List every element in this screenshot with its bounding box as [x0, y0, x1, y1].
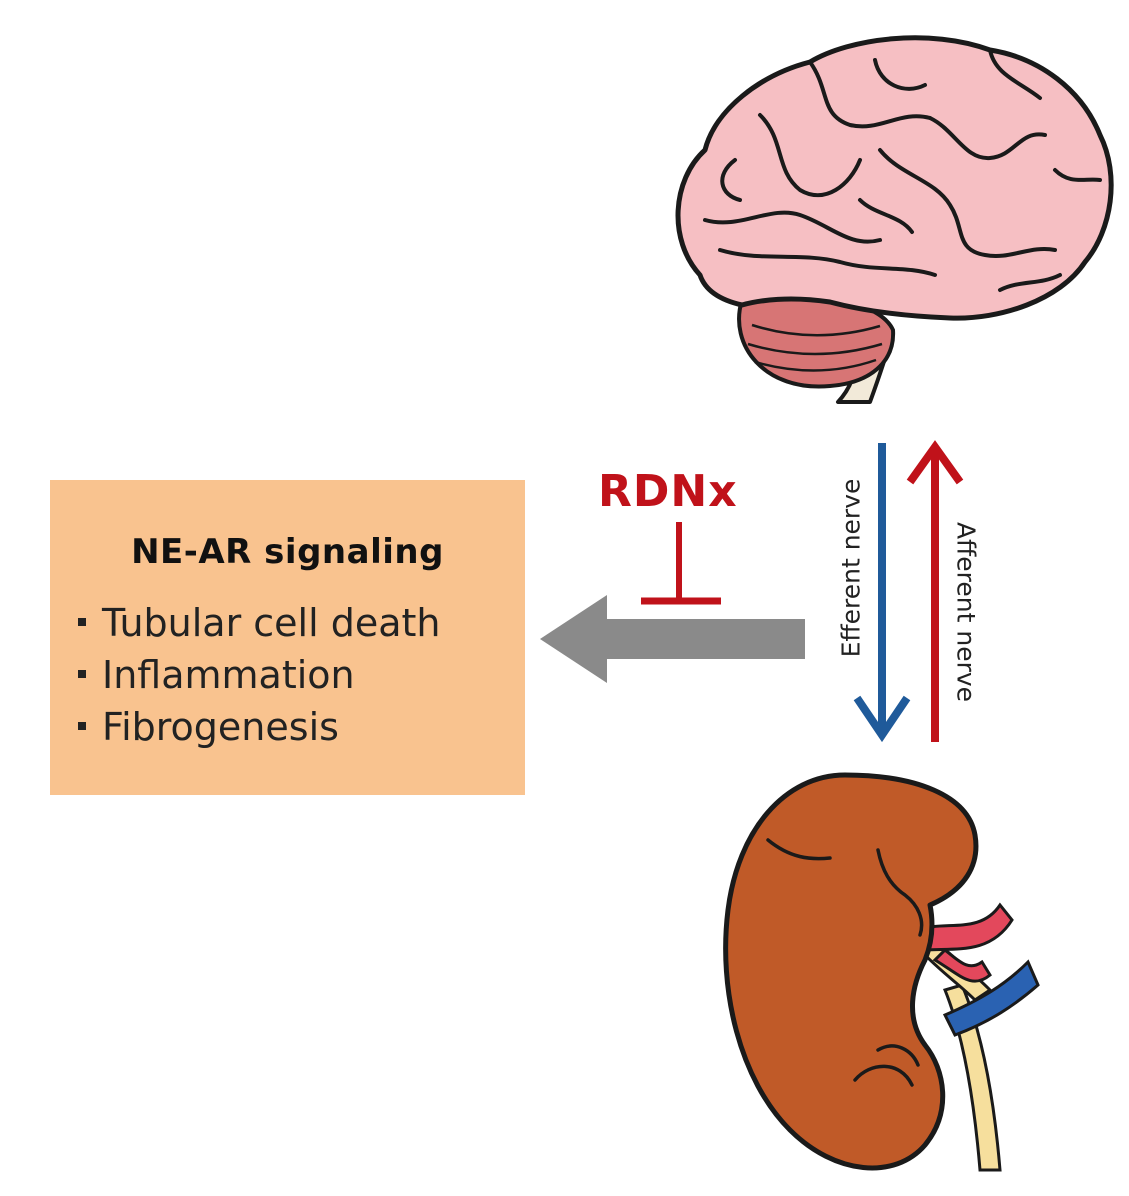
list-item: Tubular cell death	[78, 597, 441, 649]
inhibition-bar	[641, 522, 721, 605]
efferent-down-arrow	[853, 443, 911, 743]
bullet-icon	[78, 617, 86, 626]
afferent-nerve-label: Afferent nerve	[951, 521, 981, 703]
bullet-icon	[78, 721, 86, 730]
ne-ar-signaling-box: NE-AR signaling Tubular cell death Infla…	[50, 480, 525, 795]
bullet-icon	[78, 669, 86, 678]
kidney-icon	[723, 772, 1040, 1172]
brain-icon	[675, 35, 1114, 404]
box-title: NE-AR signaling	[131, 532, 444, 572]
signal-left-arrow	[540, 595, 805, 683]
rdnx-label: RDNx	[598, 466, 738, 517]
list-item-label: Tubular cell death	[102, 601, 441, 645]
list-item: Inflammation	[78, 649, 441, 701]
list-item-label: Inflammation	[102, 653, 355, 697]
efferent-nerve-label: Efferent nerve	[836, 478, 866, 658]
list-item: Fibrogenesis	[78, 701, 441, 753]
effects-list: Tubular cell death Inflammation Fibrogen…	[78, 597, 441, 753]
list-item-label: Fibrogenesis	[102, 705, 339, 749]
afferent-up-arrow	[906, 440, 964, 742]
